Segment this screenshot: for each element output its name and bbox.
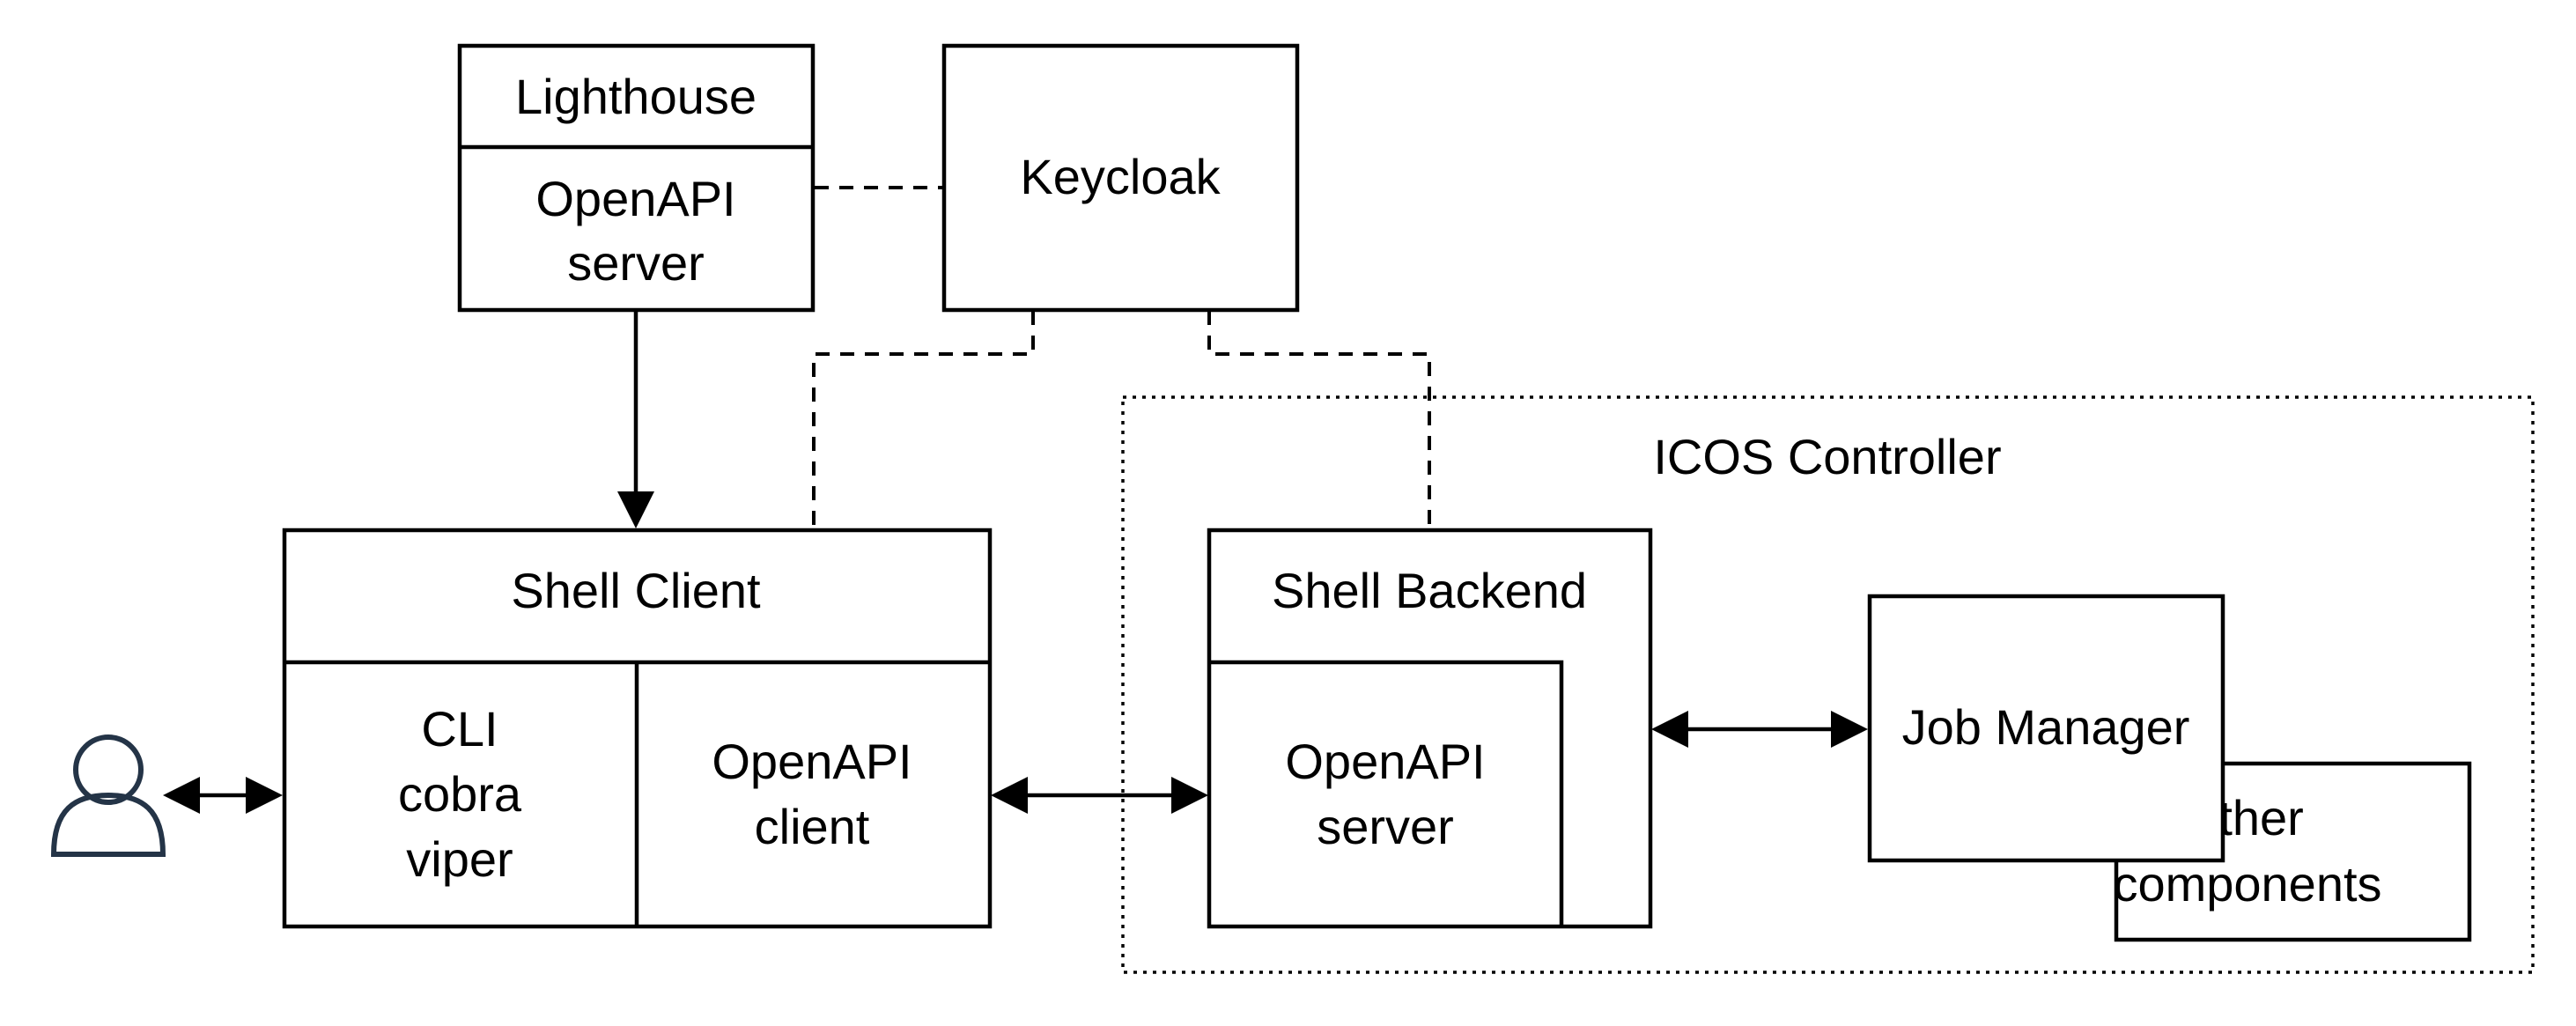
other-components-line2: components [2113,856,2381,912]
cli-label-3: viper [406,831,513,887]
cli-label-2: cobra [398,766,522,822]
lighthouse-title: Lighthouse [515,69,757,124]
job-manager-label: Job Manager [1902,699,2190,755]
backend-openapi-line1: OpenAPI [1285,734,1485,789]
backend-openapi-line2: server [1317,799,1454,854]
shell-backend-title: Shell Backend [1272,563,1587,618]
keycloak-shell-client-link [812,311,1035,530]
backend-job-manager-arrow [1651,711,1868,748]
client-backend-arrow [991,777,1208,814]
user-icon [50,734,166,857]
lighthouse-openapi-line1: OpenAPI [535,171,735,226]
keycloak-shell-backend-link [1207,311,1431,530]
icos-controller-boundary [1121,395,2535,974]
keycloak-label: Keycloak [1020,149,1221,204]
shell-client-title: Shell Client [511,563,761,618]
job-manager-box: Job Manager [1867,594,2225,863]
shell-backend-box: Shell Backend OpenAPI server [1207,528,1653,929]
lighthouse-box: Lighthouse OpenAPI server [457,43,816,313]
openapi-client-label-1: OpenAPI [712,734,912,789]
openapi-client-label-2: client [755,799,870,854]
user-shell-client-arrow [163,777,283,814]
icos-controller-label: ICOS Controller [1653,429,2001,484]
lighthouse-to-shell-client-arrow [617,310,654,528]
lighthouse-openapi-line2: server [567,235,705,291]
cli-label-1: CLI [421,701,498,757]
shell-client-box: Shell Client CLI cobra viper OpenAPI cli… [282,528,993,929]
keycloak-box: Keycloak [941,43,1300,313]
